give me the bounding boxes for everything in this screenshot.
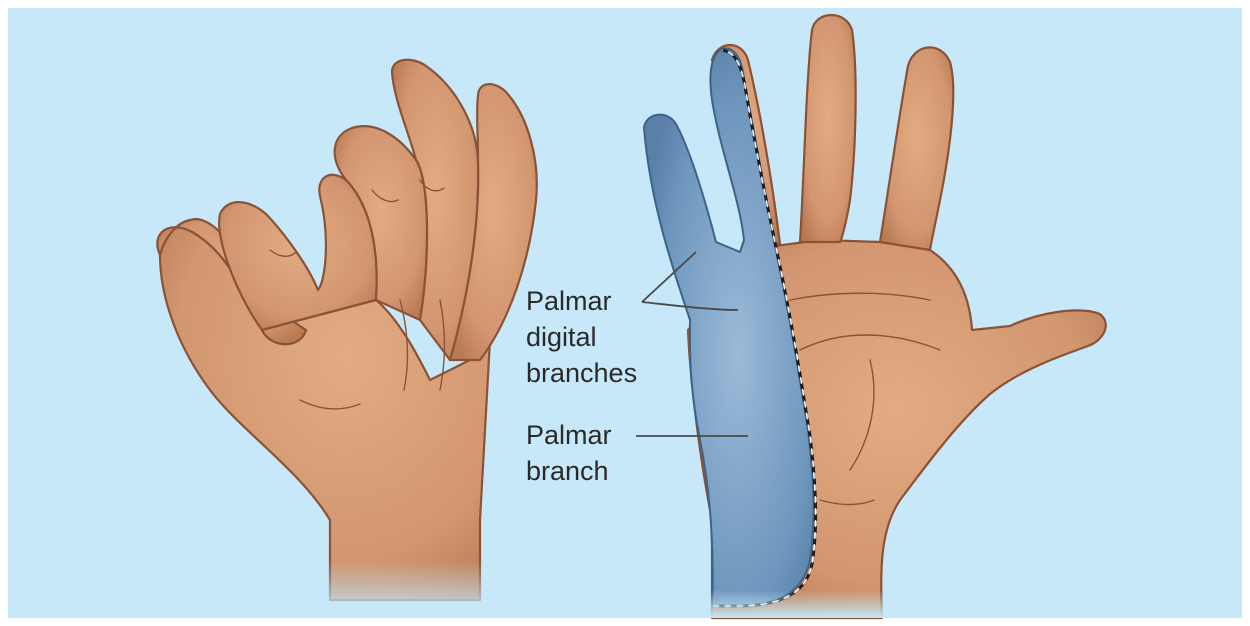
label-palmar-digital-line3: branches bbox=[526, 358, 637, 388]
label-palmar-branch-line2: branch bbox=[526, 456, 609, 486]
label-palmar-digital-line1: Palmar bbox=[526, 286, 612, 316]
label-palmar-branch-line1: Palmar bbox=[526, 420, 612, 450]
right-wrist-fade bbox=[690, 590, 900, 618]
label-palmar-digital-line2: digital bbox=[526, 322, 597, 352]
left-wrist-fade bbox=[300, 560, 500, 618]
